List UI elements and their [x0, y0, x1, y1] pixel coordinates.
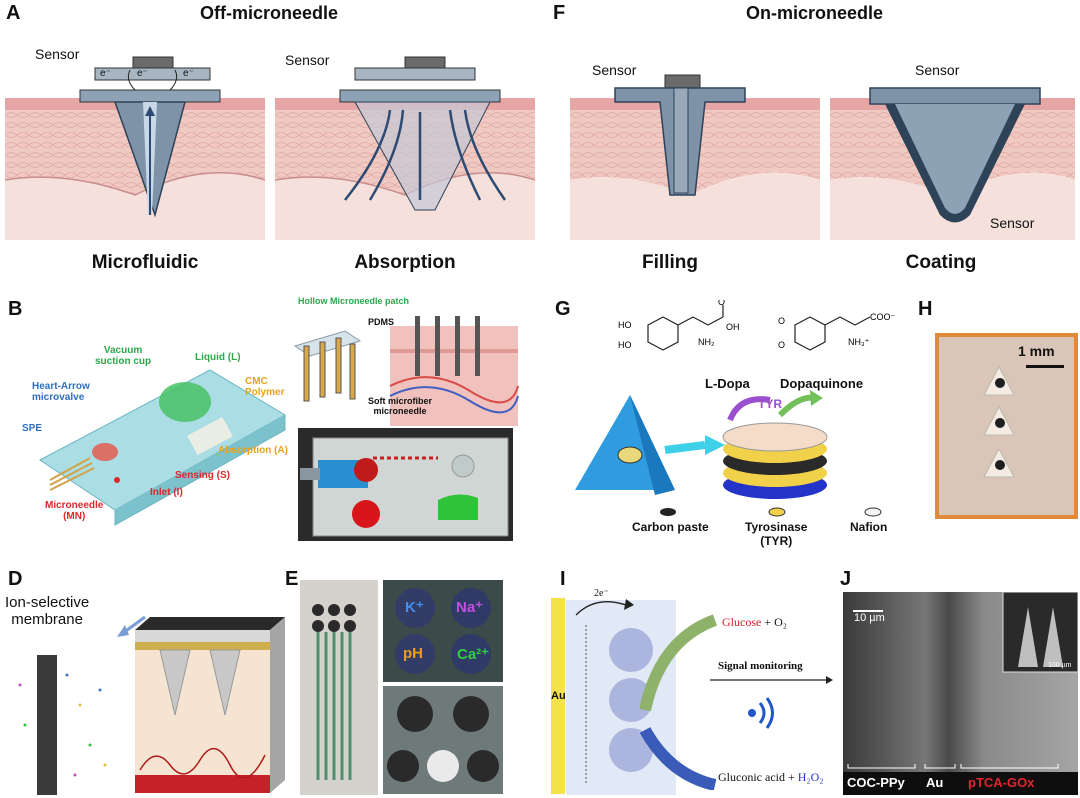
- two-electron-label: 2e⁻: [594, 588, 609, 599]
- wireless-signal-icon: [748, 697, 774, 729]
- layer-ptca-gox: pTCA-GOx: [968, 775, 1035, 790]
- pdms-label: PDMS: [368, 317, 395, 327]
- ion-k: K⁺: [405, 599, 424, 616]
- label-vacuum: Vacuum suction cup: [95, 345, 152, 367]
- soft-microfiber-label: Soft microfiber microneedle: [368, 396, 433, 416]
- glucose-label: Glucose + O₂: [722, 615, 787, 630]
- label-sensing: Sensing (S): [175, 470, 231, 481]
- panel-a-title: Off-microneedle: [200, 3, 339, 23]
- panel-letter-d: D: [8, 568, 23, 590]
- layer-coc-ppy: COC-PPy: [847, 775, 905, 790]
- legend-carbon-swatch: [660, 508, 676, 516]
- au-label: Au: [551, 690, 566, 702]
- electron-label: e⁻: [100, 68, 111, 79]
- panel-letter-f: F: [553, 2, 566, 24]
- molecule-ldopa: HO HO NH₂ OH O: [618, 300, 740, 351]
- o2-text: + O₂: [761, 615, 787, 629]
- caption-absorption: Absorption: [354, 252, 456, 273]
- legend-nafion: Nafion: [850, 520, 888, 534]
- svg-text:O: O: [718, 300, 725, 307]
- ion-ca: Ca²⁺: [457, 646, 490, 663]
- svg-text:COO⁻: COO⁻: [870, 312, 896, 322]
- hollow-patch-title: Hollow Microneedle patch: [298, 296, 410, 306]
- enzyme-electrode-illustration: [575, 390, 828, 499]
- panel-letter-h: H: [918, 298, 933, 320]
- sensor-label-f-left: Sensor: [592, 62, 637, 78]
- label-liquid: Liquid (L): [195, 352, 241, 363]
- patch-device-schematic: [39, 369, 286, 526]
- device-photo: [298, 428, 513, 541]
- glucose-text: Glucose: [722, 615, 762, 629]
- label-absorption: Absorption (A): [218, 445, 288, 456]
- electrode-strip-photo: [300, 580, 378, 795]
- sensor-label-a-right: Sensor: [285, 52, 330, 68]
- gluconic-label: Gluconic acid + H₂O₂: [718, 770, 823, 785]
- sem-image: [843, 592, 1078, 795]
- gluconic-text: Gluconic acid +: [718, 770, 798, 784]
- svg-text:OH: OH: [726, 322, 740, 332]
- svg-text:O: O: [778, 316, 785, 326]
- svg-text:NH₃⁺: NH₃⁺: [848, 337, 870, 347]
- reaction-arrows: [640, 614, 718, 790]
- panel-f-title: On-microneedle: [746, 3, 884, 23]
- label-cmc: CMC Polymer: [245, 376, 285, 398]
- svg-text:NH₂: NH₂: [698, 337, 715, 347]
- electrode-array-photo: [383, 686, 503, 794]
- signal-arrow: [710, 676, 833, 684]
- h2o2-text: H₂O₂: [797, 770, 824, 784]
- legend-nafion-swatch: [864, 507, 882, 517]
- enzyme-film-illustration: [566, 599, 676, 795]
- caption-microfluidic: Microfluidic: [91, 252, 199, 273]
- ldopa-label: L-Dopa: [705, 376, 750, 391]
- scale-1mm: 1 mm: [1018, 343, 1055, 359]
- au-electrode: [551, 598, 565, 794]
- signal-monitoring-label: Signal monitoring: [718, 660, 803, 672]
- dopaquinone-label: Dopaquinone: [780, 376, 864, 391]
- hollow-patch-illustration: [293, 316, 519, 426]
- ion-ph: pH: [403, 645, 423, 662]
- electron-label: e⁻: [183, 68, 194, 79]
- ion-selective-illustration: [18, 615, 285, 795]
- layer-au: Au: [926, 775, 944, 790]
- panel-letter-e: E: [285, 568, 299, 590]
- svg-text:O: O: [778, 340, 785, 350]
- panel-letter-i: I: [560, 568, 566, 590]
- label-microneedle: Microneedle (MN): [45, 500, 104, 522]
- panel-letter-g: G: [555, 298, 571, 320]
- tyr-label: TYR: [758, 397, 782, 411]
- legend-tyrosinase-swatch: [768, 507, 786, 517]
- ion-sensor-photo: [383, 580, 503, 682]
- ion-na: Na⁺: [456, 599, 484, 616]
- microfluidic-schematic: [5, 56, 265, 240]
- legend-tyrosinase: Tyrosinase (TYR): [745, 520, 808, 548]
- sem-scale-main: 10 µm: [854, 612, 885, 624]
- label-heart-arrow: Heart-Arrow microvalve: [32, 381, 90, 403]
- label-inlet: Inlet (I): [150, 487, 183, 498]
- absorption-schematic: [275, 56, 535, 240]
- caption-filling: Filling: [642, 252, 698, 273]
- panel-letter-a: A: [6, 2, 21, 24]
- label-spe: SPE: [22, 423, 43, 434]
- sensor-label-a-left: Sensor: [35, 46, 80, 62]
- electron-label: e⁻: [137, 68, 148, 79]
- microneedle-photo: [935, 333, 1078, 519]
- sensor-label-f-right-top: Sensor: [915, 62, 960, 78]
- filling-schematic: [570, 74, 820, 240]
- panel-letter-j: J: [840, 568, 852, 590]
- molecule-dopaquinone: O O NH₃⁺ COO⁻: [778, 312, 896, 351]
- svg-text:HO: HO: [618, 340, 632, 350]
- panel-letter-b: B: [8, 298, 23, 320]
- sensor-label-f-right-bottom: Sensor: [990, 215, 1035, 231]
- legend-carbon: Carbon paste: [632, 520, 709, 534]
- ion-selective-label: Ion-selective membrane: [5, 594, 90, 628]
- sem-scale-inset: 100 µm: [1048, 662, 1072, 669]
- coating-schematic: [830, 87, 1075, 240]
- caption-coating: Coating: [905, 252, 977, 273]
- svg-text:HO: HO: [618, 320, 632, 330]
